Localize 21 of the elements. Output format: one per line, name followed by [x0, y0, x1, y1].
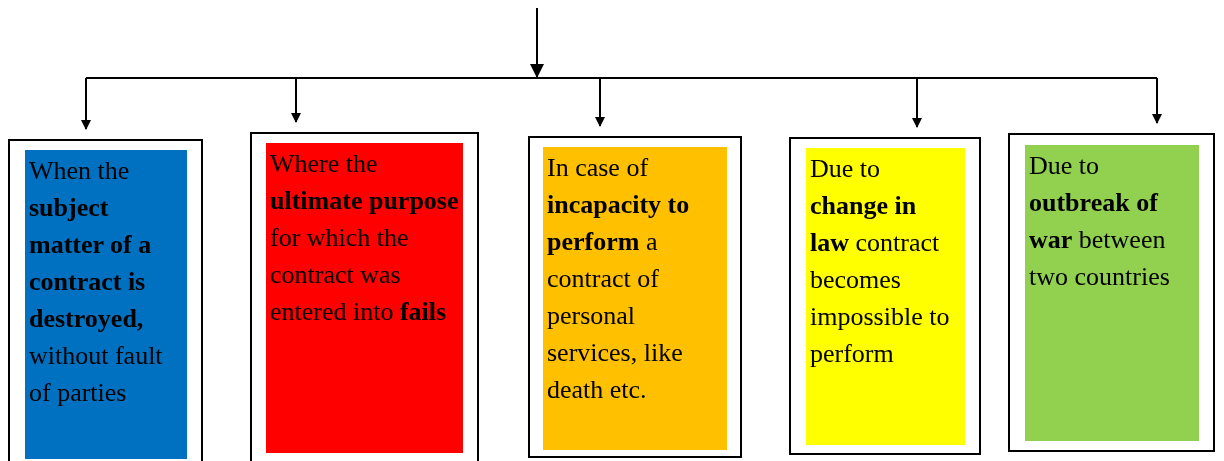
- arrow: [291, 77, 301, 123]
- arrow: [81, 77, 91, 130]
- arrow: [595, 77, 605, 127]
- arrow: [912, 77, 922, 128]
- condition-box: [1025, 145, 1199, 441]
- condition-box: [266, 143, 463, 453]
- condition-text: Where the ultimate purpose for which the contract was entered into fails: [270, 148, 459, 328]
- condition-box: [806, 148, 965, 445]
- outer-frame-box: [789, 137, 981, 455]
- condition-text: Due to change in law contract becomes impossible to perform: [810, 153, 951, 370]
- outer-frame-box: [1008, 133, 1215, 452]
- condition-text: When the subject matter of a contract is destroyed, without fault of parties: [29, 155, 164, 409]
- condition-text: Due to outbreak of war between two countries: [1029, 150, 1171, 293]
- trunk-arrow: [85, 7, 1158, 79]
- arrow: [1152, 77, 1162, 124]
- condition-box: [543, 147, 727, 450]
- condition-text: In case of incapacity to perform a contract of personal services, like death etc.: [547, 152, 691, 406]
- outer-frame-box: [8, 139, 203, 461]
- outer-frame-box: [250, 132, 479, 461]
- condition-box: [25, 150, 187, 459]
- outer-frame-box: [528, 136, 742, 458]
